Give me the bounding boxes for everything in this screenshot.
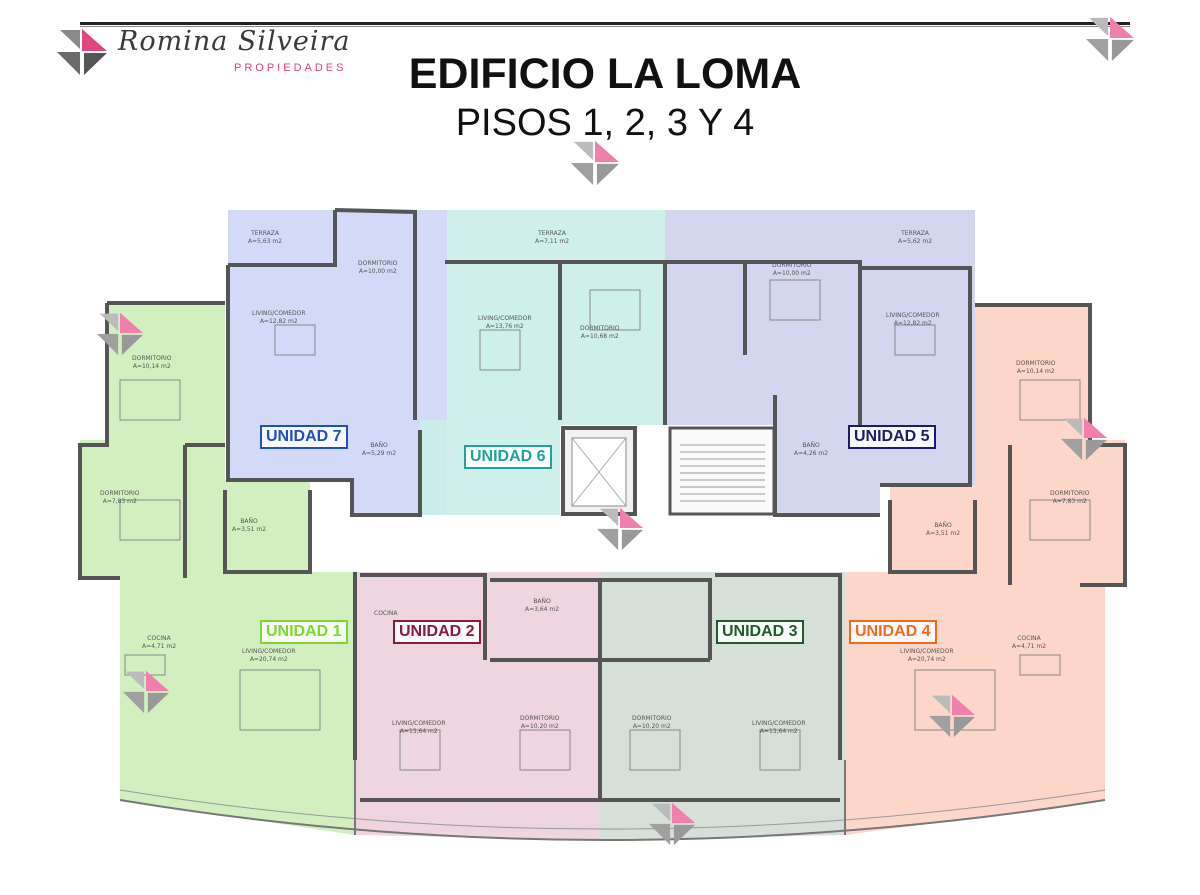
unit-1-label: UNIDAD 1 [260,620,348,644]
brand-logo-icon [57,29,107,75]
unit-6-label: UNIDAD 6 [464,445,552,469]
watermark-logo-icon [929,694,975,738]
watermark-logo-icon [1061,417,1107,461]
watermark-logo-icon [123,670,169,714]
brand-tagline: PROPIEDADES [234,62,347,74]
watermark-logo-icon [571,140,619,186]
brand-name: Romina Silveira [118,26,351,57]
page-title: EDIFICIO LA LOMA [408,50,802,98]
watermark-logo-icon [1086,16,1134,62]
unit-5-label: UNIDAD 5 [848,425,936,449]
unit-3-label: UNIDAD 3 [716,620,804,644]
page-subtitle: PISOS 1, 2, 3 Y 4 [455,102,755,144]
unit-4-label: UNIDAD 4 [849,620,937,644]
room-label: COCINA [374,610,398,617]
watermark-logo-icon [649,802,695,846]
unit-7-label: UNIDAD 7 [260,425,348,449]
stairwell [668,426,776,516]
watermark-logo-icon [597,507,643,551]
watermark-logo-icon [97,312,143,356]
unit-2-label: UNIDAD 2 [393,620,481,644]
header-rule-thin [80,26,1130,27]
header-rule [80,22,1130,25]
unit-6-zone [420,210,665,515]
